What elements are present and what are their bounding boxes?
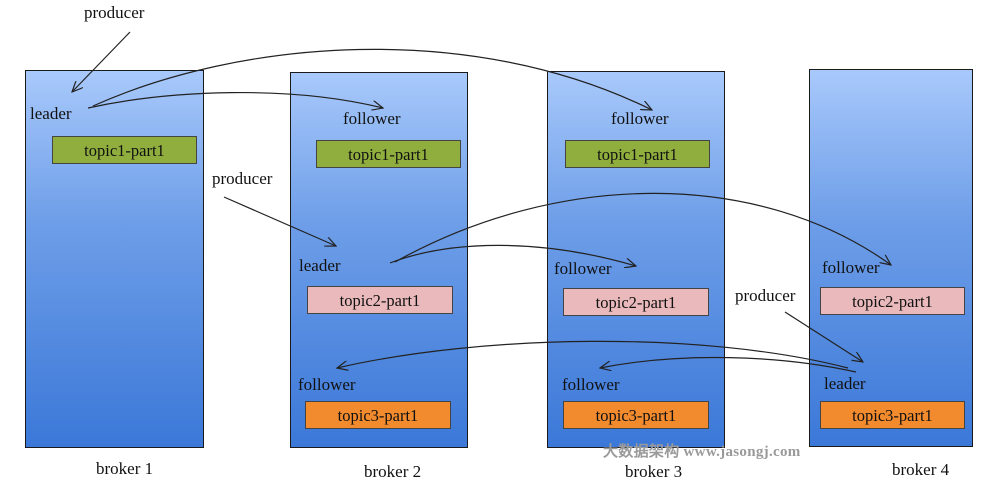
broker-3-topic2-partition: topic2-part1 [563,288,709,316]
topic3-replication-arrow-broker2 [337,340,849,368]
broker-2-box [290,72,468,448]
broker-2-topic3-partition: topic3-part1 [305,401,451,429]
broker-4-topic3-leader-label: leader [824,374,866,393]
producer-topic2-label: producer [212,169,273,188]
broker-2-topic1-partition: topic1-part1 [316,140,461,168]
broker-3-topic1-partition: topic1-part1 [565,140,710,168]
broker-2-topic2-partition: topic2-part1 [307,286,453,314]
topic3-replication-arrow-broker3 [600,356,857,373]
broker-2-topic2-leader-label: leader [299,256,341,275]
producer-to-topic3-leader-arrow [784,311,863,362]
broker-4-label: broker 4 [892,460,950,479]
broker-3-topic2-follower-label: follower [554,259,612,278]
producer-to-topic2-leader-arrow [223,196,336,246]
broker-1-leader-label: leader [30,104,72,123]
watermark-text: 大数据架构 www.jasongj.com [603,444,801,460]
broker-3-label: broker 3 [625,462,683,481]
broker-3-topic3-partition: topic3-part1 [563,401,709,429]
topic2-replication-arrow-broker4 [394,192,891,265]
broker-2-label: broker 2 [364,462,422,481]
broker-4-topic3-partition: topic3-part1 [820,401,965,429]
broker-1-topic1-partition: topic1-part1 [52,136,197,164]
topic1-replication-arrow-broker2 [87,92,383,108]
broker-4-topic2-partition: topic2-part1 [820,287,965,315]
broker-3-topic3-follower-label: follower [562,375,620,394]
broker-3-topic1-follower-label: follower [611,109,669,128]
broker-2-topic1-follower-label: follower [343,109,401,128]
broker-2-topic3-follower-label: follower [298,375,356,394]
topic2-replication-arrow-broker3 [389,244,636,266]
topic1-replication-arrow-broker3 [92,48,652,110]
broker-1-label: broker 1 [96,459,154,478]
producer-topic1-label: producer [84,3,145,22]
producer-topic3-label: producer [735,286,796,305]
broker-1-box [25,70,204,448]
broker-4-topic2-follower-label: follower [822,258,880,277]
producer-to-topic1-leader-arrow [72,31,131,92]
